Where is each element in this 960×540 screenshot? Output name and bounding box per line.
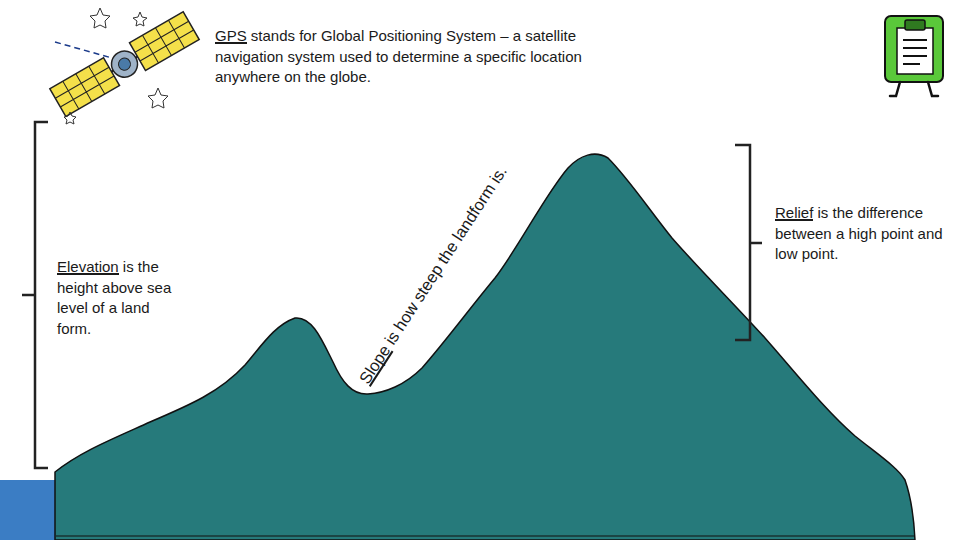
elevation-label: Elevation is the height above sea level … bbox=[57, 257, 179, 339]
relief-label: Relief is the difference between a high … bbox=[775, 203, 943, 265]
keyword-underline bbox=[369, 350, 393, 386]
corner-block bbox=[0, 480, 56, 540]
keyword-underline bbox=[215, 42, 247, 44]
definition-note: GPS stands for Global Positioning System… bbox=[215, 26, 645, 88]
satellite-icon bbox=[50, 8, 199, 124]
clipboard-icon bbox=[885, 16, 943, 96]
ground-line bbox=[56, 536, 915, 537]
elevation-bracket bbox=[22, 122, 48, 468]
keyword-underline bbox=[57, 273, 119, 275]
relief-bracket bbox=[735, 145, 762, 340]
keyword-underline bbox=[775, 219, 813, 221]
